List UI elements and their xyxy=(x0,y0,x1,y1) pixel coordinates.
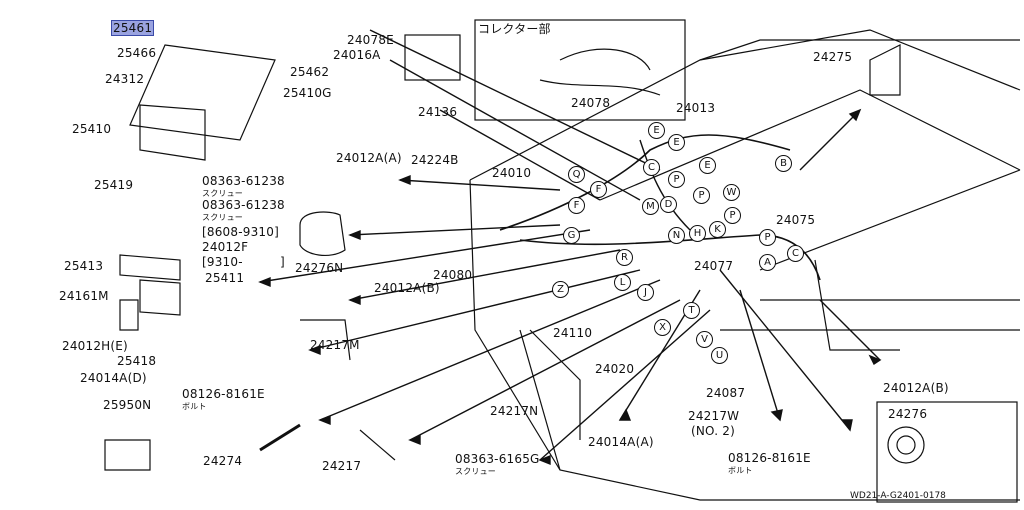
connector-x[interactable]: X xyxy=(654,319,671,336)
screw-label-a: スクリュー xyxy=(202,189,243,198)
connector-e-1[interactable]: E xyxy=(648,122,665,139)
part-label-24012h-e[interactable]: 24012H(E) xyxy=(62,339,128,353)
bolt-label-a: ボルト xyxy=(182,402,207,411)
connector-e-3[interactable]: E xyxy=(699,157,716,174)
connector-p-4[interactable]: P xyxy=(759,229,776,246)
part-label-24014a-a[interactable]: 24014A(A) xyxy=(588,435,654,449)
part-label-24276n[interactable]: 24276N xyxy=(295,261,344,275)
screw-label-b: スクリュー xyxy=(202,213,243,222)
connector-m[interactable]: M xyxy=(642,198,659,215)
connector-g[interactable]: G xyxy=(563,227,580,244)
part-label-24161m[interactable]: 24161M xyxy=(59,289,109,303)
connector-l[interactable]: L xyxy=(614,274,631,291)
connector-b[interactable]: B xyxy=(775,155,792,172)
part-label-25411[interactable]: 25411 xyxy=(205,271,245,285)
part-label-08363-6165g[interactable]: 08363-6165G xyxy=(455,452,540,466)
part-label-24078e[interactable]: 24078E xyxy=(347,33,394,47)
connector-p-2[interactable]: P xyxy=(693,187,710,204)
connector-e-2[interactable]: E xyxy=(668,134,685,151)
part-label-24012a-a[interactable]: 24012A(A) xyxy=(336,151,402,165)
part-label-24275[interactable]: 24275 xyxy=(813,50,853,64)
connector-c-2[interactable]: C xyxy=(787,245,804,262)
part-label-25462[interactable]: 25462 xyxy=(290,65,330,79)
part-label-24136[interactable]: 24136 xyxy=(418,105,458,119)
part-label-24077[interactable]: 24077 xyxy=(694,259,734,273)
part-label-08126-8161e-a[interactable]: 08126-8161E xyxy=(182,387,265,401)
part-label-24010[interactable]: 24010 xyxy=(492,166,532,180)
connector-n[interactable]: N xyxy=(668,227,685,244)
part-label-24110[interactable]: 24110 xyxy=(553,326,593,340)
part-label-24276[interactable]: 24276 xyxy=(888,407,928,421)
part-label-24020[interactable]: 24020 xyxy=(595,362,635,376)
connector-r[interactable]: R xyxy=(616,249,633,266)
part-label-24087[interactable]: 24087 xyxy=(706,386,746,400)
connector-heading: コレクター部 xyxy=(478,22,551,36)
part-label-24080[interactable]: 24080 xyxy=(433,268,473,282)
connector-u[interactable]: U xyxy=(711,347,728,364)
connector-f-2[interactable]: F xyxy=(568,197,585,214)
connector-j[interactable]: J xyxy=(637,284,654,301)
bolt-label-b: ボルト xyxy=(728,466,753,475)
connector-z[interactable]: Z xyxy=(552,281,569,298)
part-label-25418[interactable]: 25418 xyxy=(117,354,157,368)
connector-f-1[interactable]: F xyxy=(590,181,607,198)
part-label-24012f[interactable]: 24012F xyxy=(202,240,249,254)
connector-c-1[interactable]: C xyxy=(643,159,660,176)
part-label-24014a-d[interactable]: 24014A(D) xyxy=(80,371,147,385)
connector-k[interactable]: K xyxy=(709,221,726,238)
part-label-25461[interactable]: 25461 xyxy=(110,20,155,36)
connector-d[interactable]: D xyxy=(660,196,677,213)
part-label-24078[interactable]: 24078 xyxy=(571,96,611,110)
part-label-24217w[interactable]: 24217W xyxy=(688,409,740,423)
part-label-24217[interactable]: 24217 xyxy=(322,459,362,473)
part-label-24274[interactable]: 24274 xyxy=(203,454,243,468)
connector-q[interactable]: Q xyxy=(568,166,585,183)
label-no-2: (NO. 2) xyxy=(691,424,735,438)
part-label-24217m[interactable]: 24217M xyxy=(310,338,360,352)
part-label-24012a-b[interactable]: 24012A(B) xyxy=(374,281,440,295)
connector-p-3[interactable]: P xyxy=(724,207,741,224)
connector-w[interactable]: W xyxy=(723,184,740,201)
part-label-24312[interactable]: 24312 xyxy=(105,72,145,86)
part-label-24075[interactable]: 24075 xyxy=(776,213,816,227)
footer-code: WD21-A-G2401-0178 xyxy=(850,491,946,501)
part-label-08363-61238-b[interactable]: 08363-61238 xyxy=(202,198,285,212)
part-label-24013[interactable]: 24013 xyxy=(676,101,716,115)
part-label-24217n[interactable]: 24217N xyxy=(490,404,539,418)
part-label-08363-61238-a[interactable]: 08363-61238 xyxy=(202,174,285,188)
screw-label-c: スクリュー xyxy=(455,467,496,476)
connector-t[interactable]: T xyxy=(683,302,700,319)
range-close: ] xyxy=(280,255,285,269)
part-label-25950n[interactable]: 25950N xyxy=(103,398,152,412)
part-label-25466[interactable]: 25466 xyxy=(117,46,157,60)
part-label-24012a-b-2[interactable]: 24012A(B) xyxy=(883,381,949,395)
part-label-24224b[interactable]: 24224B xyxy=(411,153,459,167)
part-label-25419[interactable]: 25419 xyxy=(94,178,134,192)
connector-v[interactable]: V xyxy=(696,331,713,348)
part-label-25410g[interactable]: 25410G xyxy=(283,86,332,100)
part-label-24016a[interactable]: 24016A xyxy=(333,48,381,62)
part-label-25413[interactable]: 25413 xyxy=(64,259,104,273)
range-9310: [9310- xyxy=(202,255,243,269)
part-label-25410[interactable]: 25410 xyxy=(72,122,112,136)
part-label-08126-8161e-b[interactable]: 08126-8161E xyxy=(728,451,811,465)
range-8608: [8608-9310] xyxy=(202,225,279,239)
connector-h[interactable]: H xyxy=(689,225,706,242)
connector-p-1[interactable]: P xyxy=(668,171,685,188)
connector-a[interactable]: A xyxy=(759,254,776,271)
